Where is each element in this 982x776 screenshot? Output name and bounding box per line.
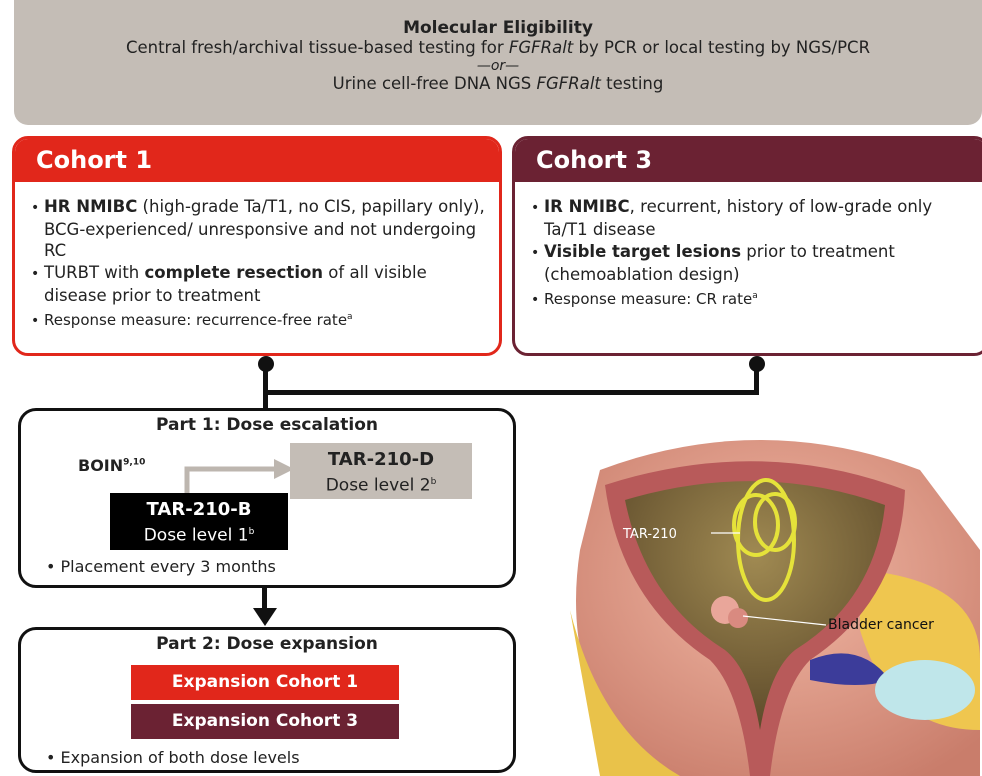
part-2-bullet: • Expansion of both dose levels	[46, 748, 300, 767]
expansion-cohort-3-bar: Expansion Cohort 3	[131, 704, 399, 739]
cohort-1-response-measure: Response measure: recurrence-free ratea	[31, 307, 489, 332]
bladder-illustration: TAR-210 Bladder cancer	[560, 430, 982, 776]
part-2-title: Part 2: Dose expansion	[21, 634, 513, 654]
tar-210-label: TAR-210	[622, 527, 677, 542]
eligibility-title: Molecular Eligibility	[14, 18, 982, 38]
cohort-3-box: Cohort 3 IR NMIBC, recurrent, history of…	[512, 136, 982, 356]
cohort-1-box: Cohort 1 HR NMIBC (high-grade Ta/T1, no …	[12, 136, 502, 356]
molecular-eligibility-banner: Molecular Eligibility Central fresh/arch…	[14, 0, 982, 125]
expansion-cohort-1-bar: Expansion Cohort 1	[131, 665, 399, 700]
cohort-3-criterion-disease: IR NMIBC, recurrent, history of low-grad…	[531, 196, 977, 240]
cohort-3-criterion-lesions: Visible target lesions prior to treatmen…	[531, 241, 977, 285]
part-1-bullets: • Placement every 3 months	[46, 557, 276, 576]
eligibility-or: —or—	[14, 58, 982, 74]
boin-label: BOIN9,10	[78, 456, 145, 475]
dose-level-2-label: Dose level 2b	[290, 471, 472, 497]
cohort-1-criterion-resection: TURBT with complete resection of all vis…	[31, 262, 489, 306]
dose-level-1-box: TAR-210-B Dose level 1b	[110, 493, 288, 550]
cohort-1-title: Cohort 1	[12, 136, 502, 182]
escalation-arrow-icon	[180, 456, 296, 496]
down-arrow-icon	[252, 588, 278, 628]
cohort-1-criteria: HR NMIBC (high-grade Ta/T1, no CIS, papi…	[15, 182, 499, 332]
cohort-3-title: Cohort 3	[512, 136, 982, 182]
cohort-3-connector-line	[754, 366, 759, 393]
dose-level-1-label: Dose level 1b	[110, 521, 288, 547]
dose-level-2-name: TAR-210-D	[290, 449, 472, 471]
cohort-1-connector-line	[263, 366, 268, 408]
dose-level-2-box: TAR-210-D Dose level 2b	[290, 443, 472, 499]
eligibility-line-urine: Urine cell-free DNA NGS FGFRalt testing	[14, 74, 982, 94]
cohort-3-criteria: IR NMIBC, recurrent, history of low-grad…	[515, 182, 982, 311]
bladder-cancer-label: Bladder cancer	[828, 617, 934, 633]
dose-level-1-name: TAR-210-B	[110, 499, 288, 521]
cohort-1-criterion-disease: HR NMIBC (high-grade Ta/T1, no CIS, papi…	[31, 196, 489, 261]
eligibility-line-tissue: Central fresh/archival tissue-based test…	[14, 38, 982, 58]
cohorts-join-line	[263, 390, 759, 395]
part-1-placement: • Placement every 3 months	[46, 557, 276, 576]
part-1-title: Part 1: Dose escalation	[21, 415, 513, 435]
cohort-3-response-measure: Response measure: CR ratea	[531, 286, 977, 311]
